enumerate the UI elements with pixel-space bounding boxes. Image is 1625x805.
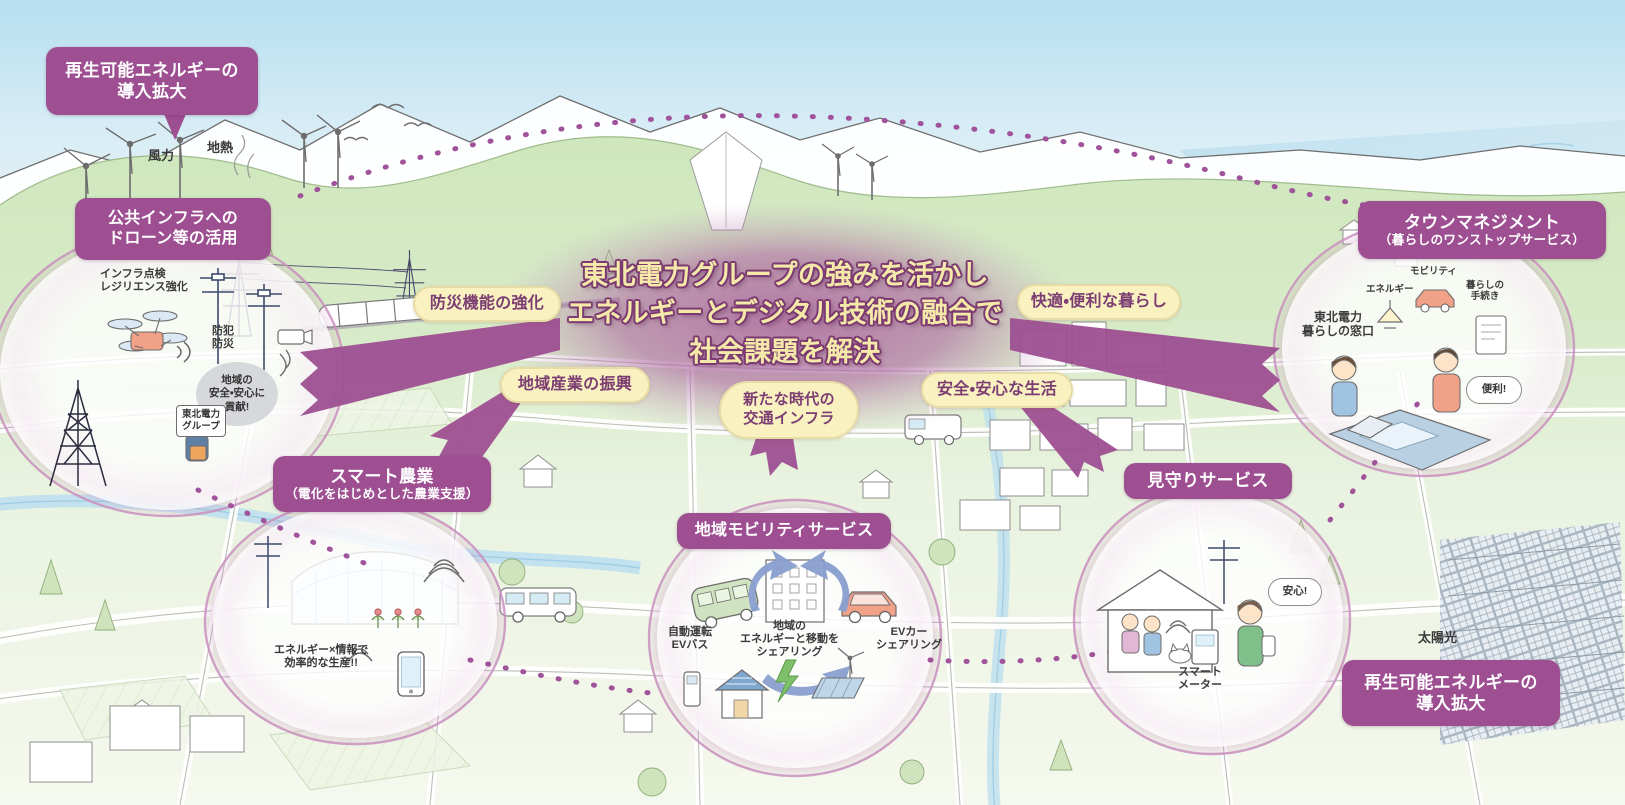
annotation-line-2: シェアリング: [876, 639, 942, 652]
callout-line-1: 安全・安心な生活: [936, 381, 1057, 398]
sign-line-2: グループ: [182, 420, 220, 432]
annotation-agri-bubble: エネルギー×情報で 効率的な生産!!: [274, 644, 368, 670]
annotation-line-2: 防災: [212, 338, 234, 351]
annotation-crime-disaster: 防犯 防災: [212, 325, 234, 351]
headline-line-3: 社会課題を解決: [689, 336, 881, 367]
callout-line-1: 再生可能エネルギーの: [1364, 672, 1538, 692]
smart-agriculture-illustration: [254, 536, 465, 697]
sign-line-1: 東北電力: [182, 409, 221, 420]
callout-tail-renewable-top-left: [164, 114, 186, 140]
callout-disaster-prevention[interactable]: 防災機能の強化: [413, 286, 561, 322]
bubble-convenient: 便利!: [1466, 376, 1522, 404]
callout-line-2: 交通インフラ: [743, 410, 835, 427]
bubble-line-1: 地域の: [221, 374, 253, 387]
callout-line-1: 公共インフラへの: [107, 210, 239, 227]
annotation-mobility-center: 地域の エネルギーと移動を シェアリング: [740, 620, 839, 660]
sign-tohoku-group: 東北電力 グループ: [176, 405, 227, 437]
annotation-wind: 風力: [148, 148, 175, 163]
callout-sub: （暮らしのワンストップサービス）: [1378, 232, 1586, 247]
callout-line-1: 快適・便利な暮らし: [1030, 293, 1168, 310]
annotation-solar: 太陽光: [1418, 630, 1458, 645]
watching-illustration: [1095, 540, 1276, 673]
callout-public-infra-drone[interactable]: 公共インフラへの ドローン等の活用: [75, 198, 271, 260]
callout-line-1: 防災機能の強化: [429, 295, 545, 312]
callout-line-1: 地域モビリティサービス: [694, 522, 874, 539]
headline-line-1: 東北電力グループの強みを活かし: [581, 260, 989, 290]
annotation-line-2: 暮らしの窓口: [1302, 324, 1375, 339]
callout-renewable-top-left[interactable]: 再生可能エネルギーの 導入拡大: [46, 47, 258, 115]
annotation-geothermal: 地熱: [207, 140, 234, 155]
annotation-line-1: スマート: [1178, 666, 1222, 678]
annotation-line-1: インフラ点検: [100, 268, 166, 280]
annotation-line-2: 効率的な生産!!: [284, 657, 358, 670]
callout-line-2: 導入拡大: [1416, 694, 1486, 713]
callout-sub: （電化をはじめとした農業支援）: [285, 486, 479, 501]
callout-safe-secure-life[interactable]: 安全・安心な生活: [921, 372, 1073, 408]
callout-watching-service[interactable]: 見守りサービス: [1124, 463, 1292, 499]
annotation-smart-meter: スマート メーター: [1178, 666, 1222, 692]
callout-line-1: 地域産業の振興: [517, 376, 633, 393]
callout-smart-agriculture[interactable]: スマート農業 （電化をはじめとした農業支援）: [273, 456, 491, 512]
annotation-line-2: レジリエンス強化: [100, 281, 188, 294]
annotation-ev-car-sharing: EVカー シェアリング: [876, 626, 942, 652]
mobility-illustration: [683, 550, 897, 719]
callout-comfortable-life[interactable]: 快適・便利な暮らし: [1017, 284, 1181, 320]
annotation-line-1: 東北電力: [1314, 310, 1363, 324]
callout-new-era-transport[interactable]: 新たな時代の 交通インフラ: [719, 381, 859, 439]
annotation-line-1: EVカー: [890, 626, 928, 638]
callout-town-management[interactable]: タウンマネジメント （暮らしのワンストップサービス）: [1358, 201, 1606, 259]
annotation-line-2: EVバス: [671, 639, 709, 652]
annotation-line-3: シェアリング: [756, 646, 823, 659]
headline-line-2: エネルギーとデジタル技術の融合で: [567, 298, 1003, 329]
annotation-infra-inspection: インフラ点検 レジリエンス強化: [100, 268, 188, 294]
annotation-autonomous-bus: 自動運転 EVバス: [668, 626, 712, 652]
annotation-line-1: エネルギー×情報で: [274, 644, 369, 656]
callout-line-1: 見守りサービス: [1147, 471, 1269, 491]
center-headline: 東北電力グループの強みを活かし エネルギーとデジタル技術の融合で 社会課題を解決: [560, 256, 1010, 371]
callout-line-1: スマート農業: [330, 466, 434, 486]
annotation-town-procedures: 暮らしの 手続き: [1466, 280, 1504, 303]
callout-line-1: 新たな時代の: [743, 391, 835, 409]
annotation-line-2: 手続き: [1470, 291, 1500, 303]
annotation-counter-sign: 東北電力 暮らしの窓口: [1302, 310, 1374, 339]
annotation-line-1: 自動運転: [668, 626, 712, 638]
callout-line-2: ドローン等の活用: [108, 230, 238, 247]
annotation-line-1: 地域の: [773, 620, 806, 632]
annotation-town-mobility: モビリティ: [1410, 266, 1457, 277]
annotation-line-2: エネルギーと移動を: [740, 633, 839, 646]
callout-regional-mobility[interactable]: 地域モビリティサービス: [677, 513, 891, 549]
annotation-line-1: 暮らしの: [1466, 280, 1505, 291]
bubble-relief: 安心!: [1268, 578, 1322, 606]
callout-line-2: 導入拡大: [117, 82, 187, 101]
bubble-line-3: 貢献!: [224, 400, 250, 413]
annotation-town-energy: エネルギー: [1366, 284, 1414, 295]
callout-local-industry[interactable]: 地域産業の振興: [500, 367, 650, 403]
callout-line-1: タウンマネジメント: [1403, 212, 1561, 232]
callout-line-1: 再生可能エネルギーの: [65, 60, 239, 80]
bubble-line-2: 安全・安心に: [208, 387, 266, 400]
town-management-illustration: [1328, 289, 1507, 471]
callout-renewable-bottom-right[interactable]: 再生可能エネルギーの 導入拡大: [1342, 660, 1560, 726]
annotation-line-1: 防犯: [212, 325, 234, 337]
annotation-line-2: メーター: [1178, 679, 1222, 692]
